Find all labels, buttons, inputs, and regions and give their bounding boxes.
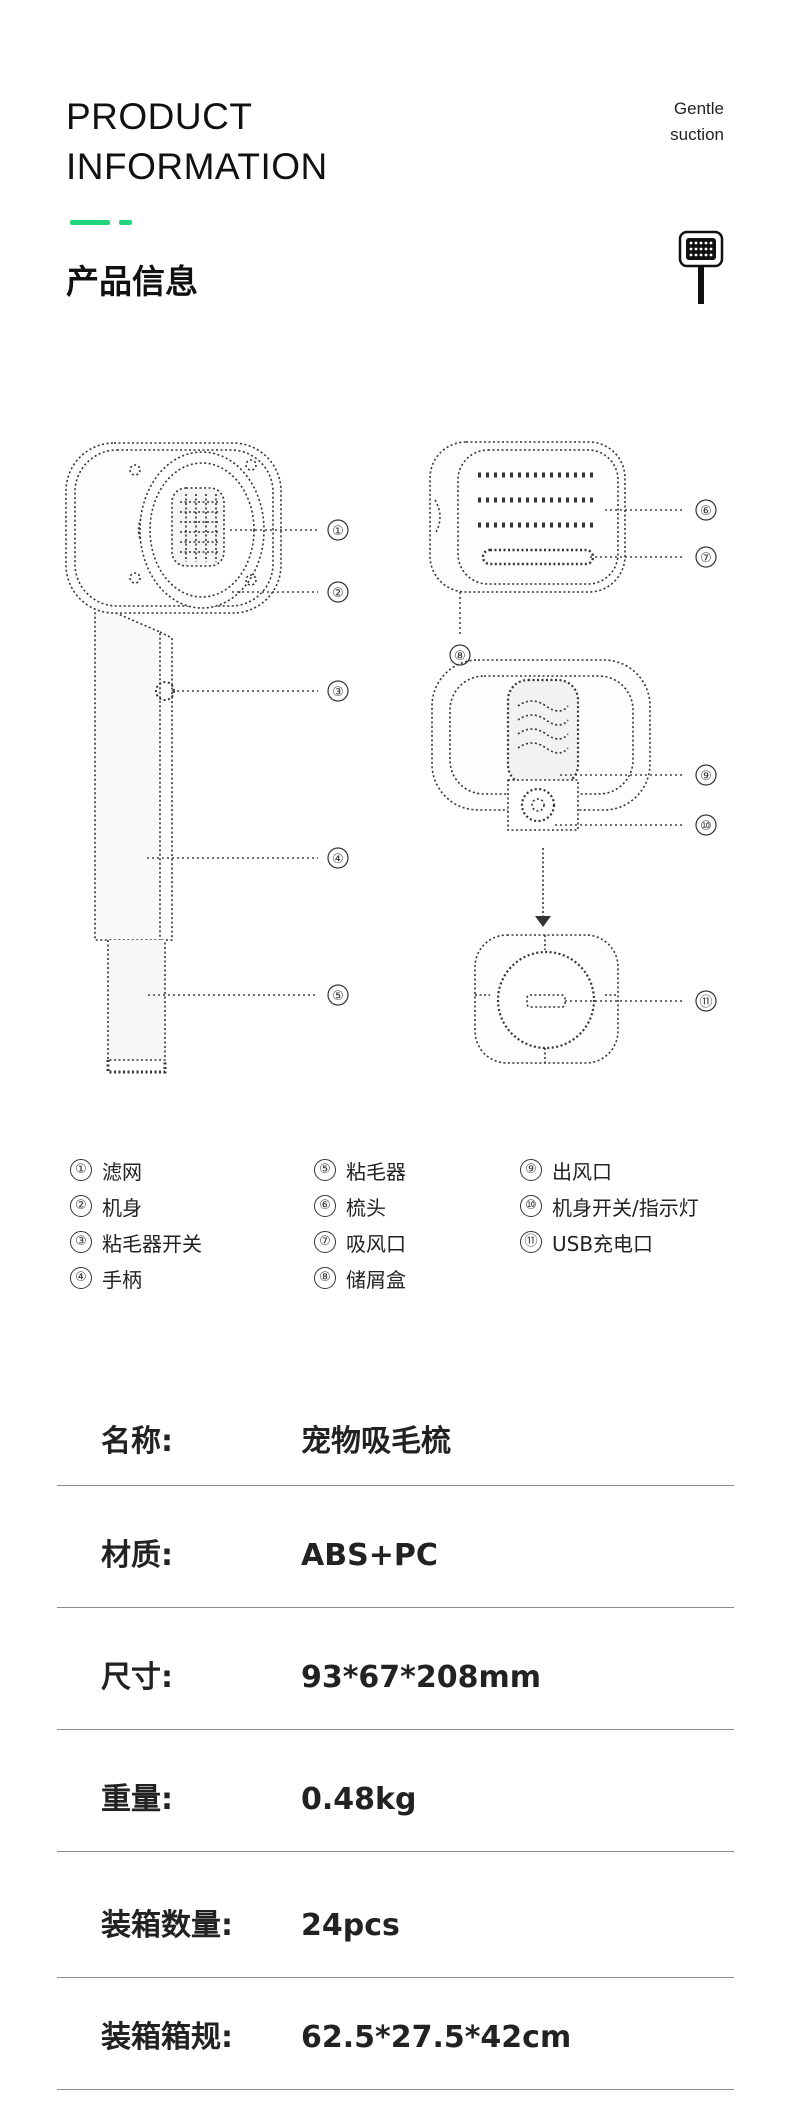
spec-value: 93*67*208mm (301, 1660, 542, 1695)
device-side-view (65, 442, 282, 1074)
legend-number: ① (70, 1159, 92, 1181)
legend-item: ③ 粘毛器开关 (70, 1227, 202, 1257)
tagline-line2: suction (670, 125, 724, 144)
spec-row-material: 材质: ABS+PC (57, 1486, 734, 1608)
legend-label: 滤网 (102, 1159, 142, 1184)
callout-7: ⑦ (700, 551, 712, 566)
callout-8: ⑧ (454, 649, 466, 664)
product-diagram: ① ② ③ ④ ⑤ ⑥ ⑦ ⑧ ⑨ ⑩ ⑪ (65, 441, 717, 1074)
legend-number: ⑨ (520, 1159, 542, 1181)
legend-number: ⑥ (314, 1195, 336, 1217)
legend-item: ⑤ 粘毛器 (314, 1155, 406, 1185)
spec-row-name: 名称: 宠物吸毛梳 (57, 1386, 734, 1486)
legend-item: ⑥ 梳头 (314, 1191, 386, 1221)
legend-number: ⑩ (520, 1195, 542, 1217)
legend-label: 手柄 (102, 1267, 142, 1292)
accent-bar-short (119, 220, 132, 225)
legend-label: 储屑盒 (346, 1267, 406, 1292)
callout-3: ③ (332, 685, 344, 700)
spec-label: 装箱数量: (101, 1908, 233, 1943)
legend-item: ⑧ 储屑盒 (314, 1263, 406, 1293)
spec-label: 名称: (101, 1424, 173, 1459)
comb-head-front-view (429, 441, 626, 593)
spec-value: ABS+PC (301, 1538, 438, 1573)
spec-label: 装箱箱规: (101, 2020, 233, 2055)
spec-row-weight: 重量: 0.48kg (57, 1730, 734, 1852)
legend-label: USB充电口 (552, 1231, 654, 1256)
legend-label: 出风口 (552, 1159, 612, 1184)
legend-item: ⑨ 出风口 (520, 1155, 612, 1185)
callout-4: ④ (332, 852, 344, 867)
spec-row-carton-qty: 装箱数量: 24pcs (57, 1852, 734, 1978)
page-title-zh: 产品信息 (66, 262, 198, 301)
legend-item: ⑦ 吸风口 (314, 1227, 406, 1257)
spec-row-size: 尺寸: 93*67*208mm (57, 1608, 734, 1730)
spec-row-carton-size: 装箱箱规: 62.5*27.5*42cm (57, 1978, 734, 2090)
spec-value: 宠物吸毛梳 (301, 1424, 451, 1459)
callout-9: ⑨ (700, 769, 712, 784)
accent-bar-long (70, 220, 110, 225)
legend-label: 粘毛器开关 (102, 1231, 202, 1256)
legend-label: 粘毛器 (346, 1159, 406, 1184)
legend-label: 机身 (102, 1195, 142, 1220)
callout-10: ⑩ (700, 819, 712, 834)
legend-item: ① 滤网 (70, 1155, 142, 1185)
legend-number: ⑧ (314, 1267, 336, 1289)
legend-number: ⑪ (520, 1231, 542, 1253)
spec-label: 尺寸: (101, 1660, 173, 1695)
title-en-line1: PRODUCT (66, 96, 253, 137)
callout-6: ⑥ (700, 504, 712, 519)
legend-label: 吸风口 (346, 1231, 406, 1256)
spec-value: 62.5*27.5*42cm (301, 2020, 572, 2055)
spec-label: 材质: (101, 1538, 173, 1573)
legend-item: ④ 手柄 (70, 1263, 142, 1293)
tagline: Gentle suction (564, 96, 724, 148)
spec-label: 重量: (101, 1782, 173, 1817)
legend-item: ⑩ 机身开关/指示灯 (520, 1191, 699, 1221)
legend-number: ② (70, 1195, 92, 1217)
callout-5: ⑤ (332, 989, 344, 1004)
legend-number: ⑤ (314, 1159, 336, 1181)
callout-2: ② (332, 586, 344, 601)
legend-label: 梳头 (346, 1195, 386, 1220)
callout-1: ① (332, 524, 344, 539)
device-back-view (431, 659, 651, 831)
spec-value: 24pcs (301, 1908, 400, 1943)
legend-item: ⑪ USB充电口 (520, 1227, 653, 1257)
tagline-line1: Gentle (673, 99, 724, 118)
device-base-view (474, 934, 619, 1064)
legend-number: ③ (70, 1231, 92, 1253)
pet-brush-icon (678, 230, 724, 304)
title-en-line2: INFORMATION (66, 146, 328, 187)
spec-value: 0.48kg (301, 1782, 417, 1817)
page-title-en: PRODUCT INFORMATION (66, 92, 328, 192)
legend-number: ⑦ (314, 1231, 336, 1253)
legend-number: ④ (70, 1267, 92, 1289)
legend-item: ② 机身 (70, 1191, 142, 1221)
legend-label: 机身开关/指示灯 (552, 1195, 699, 1220)
callout-11: ⑪ (699, 995, 712, 1010)
